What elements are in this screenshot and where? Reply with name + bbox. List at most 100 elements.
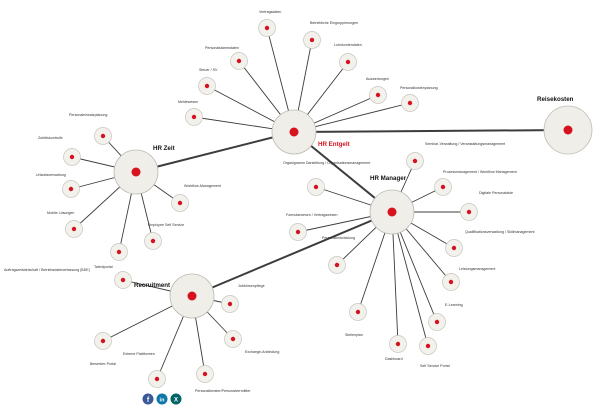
- edge-manager-recruitment: [191, 211, 393, 297]
- leaf-dot: [375, 92, 381, 98]
- hub-label-hr-zeit: HR Zeit: [153, 145, 175, 152]
- leaf-dot: [227, 301, 233, 307]
- leaf-dot: [295, 229, 301, 235]
- leaf-node-hr-manager[interactable]: E-Learning: [428, 303, 463, 331]
- leaf-dot: [448, 279, 454, 285]
- leaf-label: Personalentwicklung: [322, 236, 355, 240]
- leaf-dot: [116, 249, 122, 255]
- leaf-label: Vertragsdaten: [259, 10, 281, 14]
- leaf-node-hr-entgelt[interactable]: Personalstammdaten: [205, 46, 248, 70]
- leaf-node-hr-manager[interactable]: Prozessmanagement / Workflow Management: [434, 170, 517, 196]
- leaf-node-recruitment[interactable]: Bewerber-Portal: [90, 332, 116, 367]
- leaf-dot: [334, 262, 340, 268]
- leaf-node-hr-manager[interactable]: Leistungsmanagement: [442, 267, 496, 291]
- leaf-dot: [309, 37, 315, 43]
- svg-text:X: X: [174, 398, 178, 404]
- leaf-dot: [154, 376, 160, 382]
- leaf-label: Lohnkontendaten: [334, 43, 362, 47]
- leaf-node-hr-entgelt[interactable]: Steuer / SV: [198, 68, 218, 95]
- leaf-dot: [230, 336, 236, 342]
- hub-label-recruitment: Recruitment: [134, 282, 170, 289]
- leaf-label: Personalkostenplanung: [400, 86, 438, 90]
- leaf-node-hr-manager[interactable]: Stellenplan: [345, 303, 367, 338]
- leaf-dot: [355, 309, 361, 315]
- leaf-dot: [71, 226, 77, 232]
- leaf-node-hr-manager[interactable]: Personalentwicklung: [322, 236, 355, 274]
- leaf-node-recruitment[interactable]: Personalberater/Personalvermittler: [195, 365, 251, 394]
- leaf-node-recruitment[interactable]: Talentportal: [94, 265, 132, 289]
- leaf-node-hr-zeit[interactable]: Employee Self Service: [144, 223, 185, 250]
- leaf-label: Zutrittskontrolle: [38, 136, 63, 140]
- facebook-icon[interactable]: f: [142, 393, 154, 405]
- leaf-node-hr-zeit[interactable]: Auftragszeitwirtschaft / Betriebsdatener…: [4, 243, 128, 273]
- leaf-label: Urlaubsverwaltung: [36, 173, 66, 177]
- edge-entgelt-zeit: [135, 131, 295, 173]
- leaf-label: Externe Plattformen: [123, 352, 155, 356]
- leaf-dot: [68, 186, 74, 192]
- leaf-label: Exchange-Anbindung: [245, 350, 279, 354]
- leaf-node-hr-entgelt[interactable]: Lohnkontendaten: [334, 43, 362, 71]
- edge-layer: [70, 27, 569, 380]
- leaf-label: Stellenplan: [345, 333, 363, 337]
- hub-label-hr-entgelt: HR Entgelt: [318, 141, 350, 148]
- leaf-dot: [425, 343, 431, 349]
- leaf-node-hr-zeit[interactable]: Workflow-Management: [171, 184, 221, 212]
- leaf-label: Prozessmanagement / Workflow Management: [443, 170, 517, 174]
- leaf-label: Meldewesen: [178, 100, 198, 104]
- leaf-label: Leistungsmanagement: [459, 267, 495, 271]
- leaf-dot: [100, 338, 106, 344]
- leaf-label: Dashboard: [385, 357, 403, 361]
- leaf-dot: [451, 245, 457, 251]
- leaf-node-hr-manager[interactable]: Digitale Personalakte: [460, 191, 513, 221]
- leaf-dot: [120, 277, 126, 283]
- leaf-node-hr-entgelt[interactable]: Betriebliche Eingruppierungen: [303, 21, 359, 49]
- leaf-label: Talentportal: [94, 265, 113, 269]
- hub-hr-manager[interactable]: HR Manager: [369, 175, 415, 235]
- leaf-dot: [191, 114, 197, 120]
- leaf-node-hr-entgelt[interactable]: Meldewesen: [178, 100, 203, 126]
- leaf-node-hr-manager[interactable]: Self Service Portal: [419, 337, 450, 369]
- hub-recruitment[interactable]: Recruitment: [134, 273, 215, 319]
- hub-hr-entgelt[interactable]: HR Entgelt: [271, 109, 350, 155]
- leaf-node-hr-manager[interactable]: Seminar-Verwaltung / Veranstaltungsmanag…: [406, 142, 506, 170]
- hub-hr-zeit[interactable]: HR Zeit: [113, 145, 175, 195]
- leaf-label: Seminar-Verwaltung / Veranstaltungsmanag…: [425, 142, 505, 146]
- linkedin-icon[interactable]: in: [156, 393, 168, 405]
- leaf-node-hr-entgelt[interactable]: Vertragsdaten: [258, 10, 282, 37]
- svg-text:in: in: [160, 398, 166, 404]
- leaf-node-hr-entgelt[interactable]: Auswertungen: [366, 77, 389, 104]
- leaf-label: Formularwesen / Vertragswesen: [286, 213, 338, 217]
- leaf-node-hr-manager[interactable]: Organigramm Darstellung / Organisationsm…: [283, 161, 370, 196]
- hub-reisekosten[interactable]: Reisekosten: [537, 96, 593, 155]
- leaf-dot: [202, 371, 208, 377]
- leaf-node-hr-manager[interactable]: Dashboard: [385, 335, 407, 362]
- leaf-label: Mobile Lösungen: [47, 211, 74, 215]
- leaf-dot: [434, 319, 440, 325]
- leaf-node-hr-entgelt[interactable]: Personalkostenplanung: [400, 86, 438, 112]
- leaf-node-recruitment[interactable]: Externe Plattformen: [123, 352, 166, 388]
- leaf-label: Qualifikationsverwaltung / Skillmanageme…: [465, 230, 535, 234]
- leaf-node-hr-zeit[interactable]: Personaleinsatzplanung: [69, 113, 112, 145]
- leaf-node-hr-zeit[interactable]: Urlaubsverwaltung: [36, 173, 80, 198]
- leaf-label: Employee Self Service: [148, 223, 184, 227]
- leaf-label: Workflow-Management: [184, 184, 221, 188]
- leaf-node-hr-zeit[interactable]: Mobile Lösungen: [47, 211, 83, 238]
- social-icons: f in X: [142, 393, 182, 405]
- leaf-dot: [345, 59, 351, 65]
- leaf-node-recruitment[interactable]: Exchange-Anbindung: [224, 330, 280, 355]
- leaf-label: Personalberater/Personalvermittler: [195, 389, 251, 393]
- xing-icon[interactable]: X: [170, 393, 182, 405]
- leaf-dot: [395, 341, 401, 347]
- hub-label-reisekosten: Reisekosten: [537, 96, 574, 103]
- leaf-node-hr-zeit[interactable]: Zutrittskontrolle: [38, 136, 81, 166]
- leaf-node-recruitment[interactable]: Jobbörsenpflege: [221, 284, 265, 313]
- leaf-node-hr-manager[interactable]: Formularwesen / Vertragswesen: [286, 213, 338, 241]
- leaf-label: Personalstammdaten: [205, 46, 239, 50]
- leaf-label: Digitale Personalakte: [479, 191, 513, 195]
- spoke-hr-manager-11: [391, 211, 429, 347]
- leaf-label: Jobbörsenpflege: [238, 284, 265, 288]
- leaf-node-hr-manager[interactable]: Qualifikationsverwaltung / Skillmanageme…: [445, 230, 535, 257]
- hub-label-hr-manager: HR Manager: [370, 175, 407, 182]
